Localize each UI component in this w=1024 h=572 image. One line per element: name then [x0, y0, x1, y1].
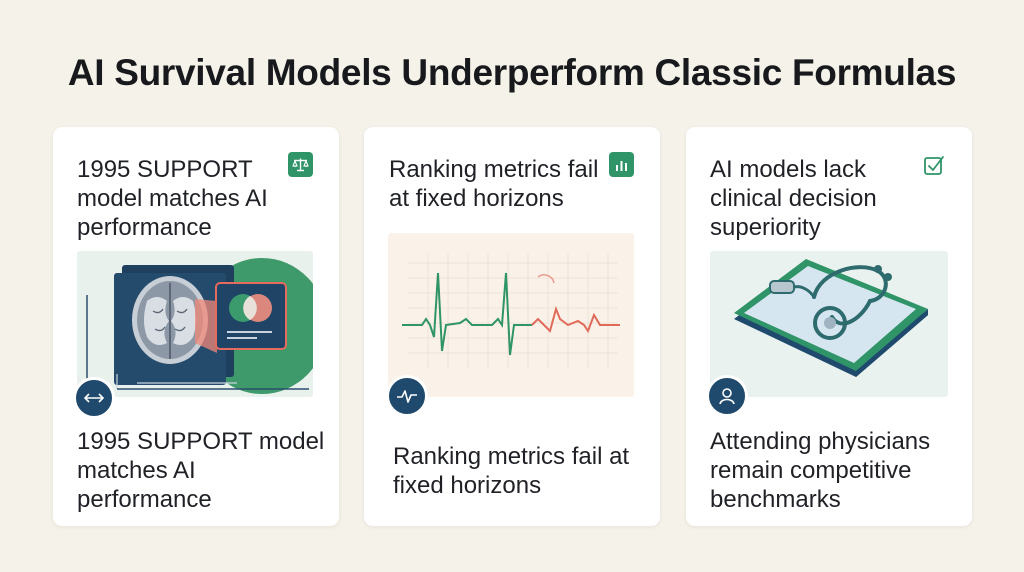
card-body: Attending physicians remain competitive …	[710, 428, 931, 513]
stethoscope-tablet-illustration	[710, 251, 948, 397]
user-icon	[706, 375, 748, 417]
card-body: Ranking metrics fail at fixed horizons	[393, 443, 630, 499]
pulse-icon	[386, 375, 428, 417]
page-title: AI Survival Models Underperform Classic …	[67, 52, 957, 93]
card-support-model: 1995 SUPPORT model matches AI performanc…	[53, 127, 339, 526]
brain-scan-illustration	[77, 251, 313, 397]
card-heading: AI models lack clinical decision superio…	[710, 156, 877, 241]
double-arrow-icon	[73, 377, 115, 419]
card-heading: Ranking metrics fail at fixed horizons	[389, 156, 599, 212]
ecg-chart-illustration	[388, 233, 634, 397]
bar-chart-icon	[609, 152, 634, 177]
card-heading: 1995 SUPPORT model matches AI performanc…	[77, 156, 268, 241]
card-body: 1995 SUPPORT model matches AI performanc…	[77, 428, 325, 513]
card-clinical-decision: AI models lack clinical decision superio…	[686, 127, 972, 526]
checkbox-icon	[921, 152, 946, 177]
balance-scale-icon	[288, 152, 313, 177]
card-ranking-metrics: Ranking metrics fail at fixed horizons	[364, 127, 660, 526]
